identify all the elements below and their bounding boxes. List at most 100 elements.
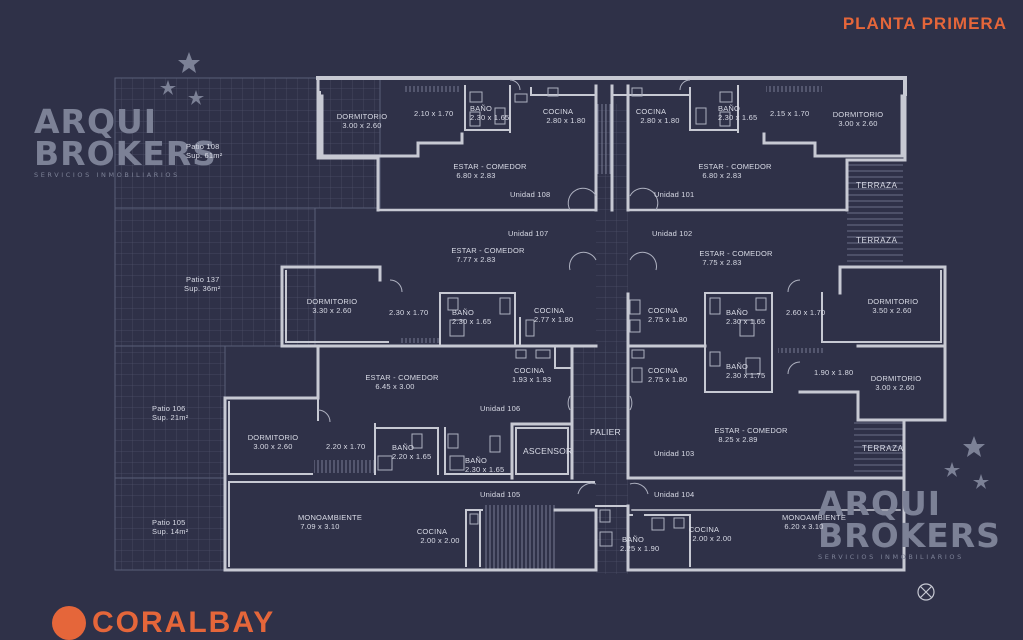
watermark-line1: ARQUI xyxy=(818,484,942,523)
u102-estar-name: ESTAR - COMEDOR xyxy=(699,249,773,258)
patio-137-name: Patio 137 xyxy=(186,275,220,284)
u101-estar-dim: 6.80 x 2.83 xyxy=(702,171,742,180)
u106-bano-dim: 2.20 x 1.65 xyxy=(392,452,432,461)
u106-unit-label: Unidad 106 xyxy=(480,404,521,413)
u103-estar-dim: 8.25 x 2.89 xyxy=(718,435,758,444)
patio-106-area: Sup. 21m² xyxy=(152,413,189,422)
u103-cocina-dim: 2.75 x 1.80 xyxy=(648,375,688,384)
u102-unit-label: Unidad 102 xyxy=(652,229,693,238)
u108-dorm-dim: 3.00 x 2.60 xyxy=(342,121,382,130)
u107-hall-dim: 2.30 x 1.70 xyxy=(389,308,429,317)
u101-cocina-dim: 2.80 x 1.80 xyxy=(640,116,680,125)
u107-cocina-name: COCINA xyxy=(534,306,565,315)
brand-logo-icon xyxy=(52,606,86,640)
u108-cocina-name: COCINA xyxy=(542,107,574,116)
u101-bano-name: BAÑO xyxy=(718,104,741,113)
u107-bano-dim: 2.30 x 1.65 xyxy=(452,317,492,326)
u105-bano-dim: 2.30 x 1.65 xyxy=(465,465,505,474)
u103-cocina-name: COCINA xyxy=(648,366,679,375)
patio-105-area: Sup. 14m² xyxy=(152,527,189,536)
u108-dorm-name: DORMITORIO xyxy=(336,112,388,121)
terrace-label: TERRAZA xyxy=(862,444,904,453)
watermark-line2: BROKERS xyxy=(34,134,217,173)
u103-unit-label: Unidad 103 xyxy=(654,449,695,458)
u108-cocina-dim: 2.80 x 1.80 xyxy=(546,116,586,125)
u101-unit-label: Unidad 101 xyxy=(654,190,695,199)
u106-cocina-dim: 1.93 x 1.93 xyxy=(512,375,552,384)
patio-105-name: Patio 105 xyxy=(152,518,186,527)
u107-cocina-dim: 2.77 x 1.80 xyxy=(534,315,574,324)
elevator-label: ASCENSOR xyxy=(523,446,573,456)
u107-bano-name: BAÑO xyxy=(452,308,475,317)
compass-icon xyxy=(917,583,935,601)
watermark-logo-top: ARQUI BROKERS SERVICIOS INMOBILIARIOS xyxy=(34,102,217,180)
u103-dorm-name: DORMITORIO xyxy=(870,374,922,383)
u103-estar-name: ESTAR - COMEDOR xyxy=(714,426,788,435)
u104-unit-label: Unidad 104 xyxy=(654,490,695,499)
u108-hall-dim: 2.10 x 1.70 xyxy=(414,109,454,118)
u105-cocina-dim: 2.00 x 2.00 xyxy=(420,536,460,545)
walls xyxy=(223,76,947,572)
brand-name: CORALBAY xyxy=(92,606,276,639)
u104-mono-dim: 6.20 x 3.10 xyxy=(784,522,824,531)
u102-cocina-name: COCINA xyxy=(648,306,679,315)
u105-cocina-name: COCINA xyxy=(416,527,448,536)
u108-bano-name: BAÑO xyxy=(470,104,493,113)
page-title: PLANTA PRIMERA xyxy=(842,14,1007,33)
terrace-label: TERRAZA xyxy=(856,236,898,245)
watermark-tagline: SERVICIOS INMOBILIARIOS xyxy=(818,553,964,561)
u106-hall-dim: 2.20 x 1.70 xyxy=(326,442,366,451)
u108-bano-dim: 2.30 x 1.65 xyxy=(470,113,510,122)
u101-cocina-name: COCINA xyxy=(635,107,667,116)
patio-108-area: Sup. 61m² xyxy=(186,151,223,160)
u105-unit-label: Unidad 105 xyxy=(480,490,521,499)
watermark-tagline: SERVICIOS INMOBILIARIOS xyxy=(34,171,180,179)
u104-bano-dim: 2.25 x 1.90 xyxy=(620,544,660,553)
patio-areas xyxy=(114,77,381,571)
u101-dorm-name: DORMITORIO xyxy=(832,110,884,119)
u102-dorm-dim: 3.50 x 2.60 xyxy=(872,306,912,315)
u106-dorm-name: DORMITORIO xyxy=(247,433,299,442)
terraces xyxy=(847,163,904,476)
u104-bano-name: BAÑO xyxy=(622,535,645,544)
circulation-core xyxy=(485,104,628,574)
patio-106-name: Patio 106 xyxy=(152,404,186,413)
patio-137-area: Sup. 36m² xyxy=(184,284,221,293)
watermark-line2: BROKERS xyxy=(818,516,1001,555)
u103-dorm-dim: 3.00 x 2.60 xyxy=(875,383,915,392)
u107-dorm-name: DORMITORIO xyxy=(306,297,358,306)
u102-dorm-name: DORMITORIO xyxy=(867,297,919,306)
u103-bano-name: BAÑO xyxy=(726,362,749,371)
u106-cocina-name: COCINA xyxy=(514,366,545,375)
watermark-stars-icon xyxy=(160,52,989,489)
palier-label: PALIER xyxy=(590,427,621,437)
u103-bano-dim: 2.30 x 1.75 xyxy=(726,371,766,380)
u108-unit-label: Unidad 108 xyxy=(510,190,551,199)
u108-estar-dim: 6.80 x 2.83 xyxy=(456,171,496,180)
u102-cocina-dim: 2.75 x 1.80 xyxy=(648,315,688,324)
watermark-logo-bottom: ARQUI BROKERS SERVICIOS INMOBILIARIOS xyxy=(818,484,1001,562)
u107-estar-dim: 7.77 x 2.83 xyxy=(456,255,496,264)
u106-dorm-dim: 3.00 x 2.60 xyxy=(253,442,293,451)
u104-mono-name: MONOAMBIENTE xyxy=(781,513,847,522)
u101-bano-dim: 2.30 x 1.65 xyxy=(718,113,758,122)
fixtures xyxy=(317,79,801,547)
u104-cocina-name: COCINA xyxy=(688,525,720,534)
u107-unit-label: Unidad 107 xyxy=(508,229,549,238)
u106-bano-name: BAÑO xyxy=(392,443,415,452)
u103-hall-dim: 1.90 x 1.80 xyxy=(814,368,854,377)
watermark-line1: ARQUI xyxy=(34,102,158,141)
u101-estar-name: ESTAR - COMEDOR xyxy=(698,162,772,171)
wall-hatching xyxy=(314,86,824,473)
u107-estar-name: ESTAR - COMEDOR xyxy=(451,246,525,255)
u108-estar-name: ESTAR - COMEDOR xyxy=(453,162,527,171)
u102-bano-dim: 2.30 x 1.65 xyxy=(726,317,766,326)
u101-hall-dim: 2.15 x 1.70 xyxy=(770,109,810,118)
patio-108-name: Patio 108 xyxy=(186,142,220,151)
u102-estar-dim: 7.75 x 2.83 xyxy=(702,258,742,267)
u106-estar-name: ESTAR - COMEDOR xyxy=(365,373,439,382)
terrace-label: TERRAZA xyxy=(856,181,898,190)
u102-bano-name: BAÑO xyxy=(726,308,749,317)
u106-estar-dim: 6.45 x 3.00 xyxy=(375,382,415,391)
u105-mono-name: MONOAMBIENTE xyxy=(297,513,363,522)
